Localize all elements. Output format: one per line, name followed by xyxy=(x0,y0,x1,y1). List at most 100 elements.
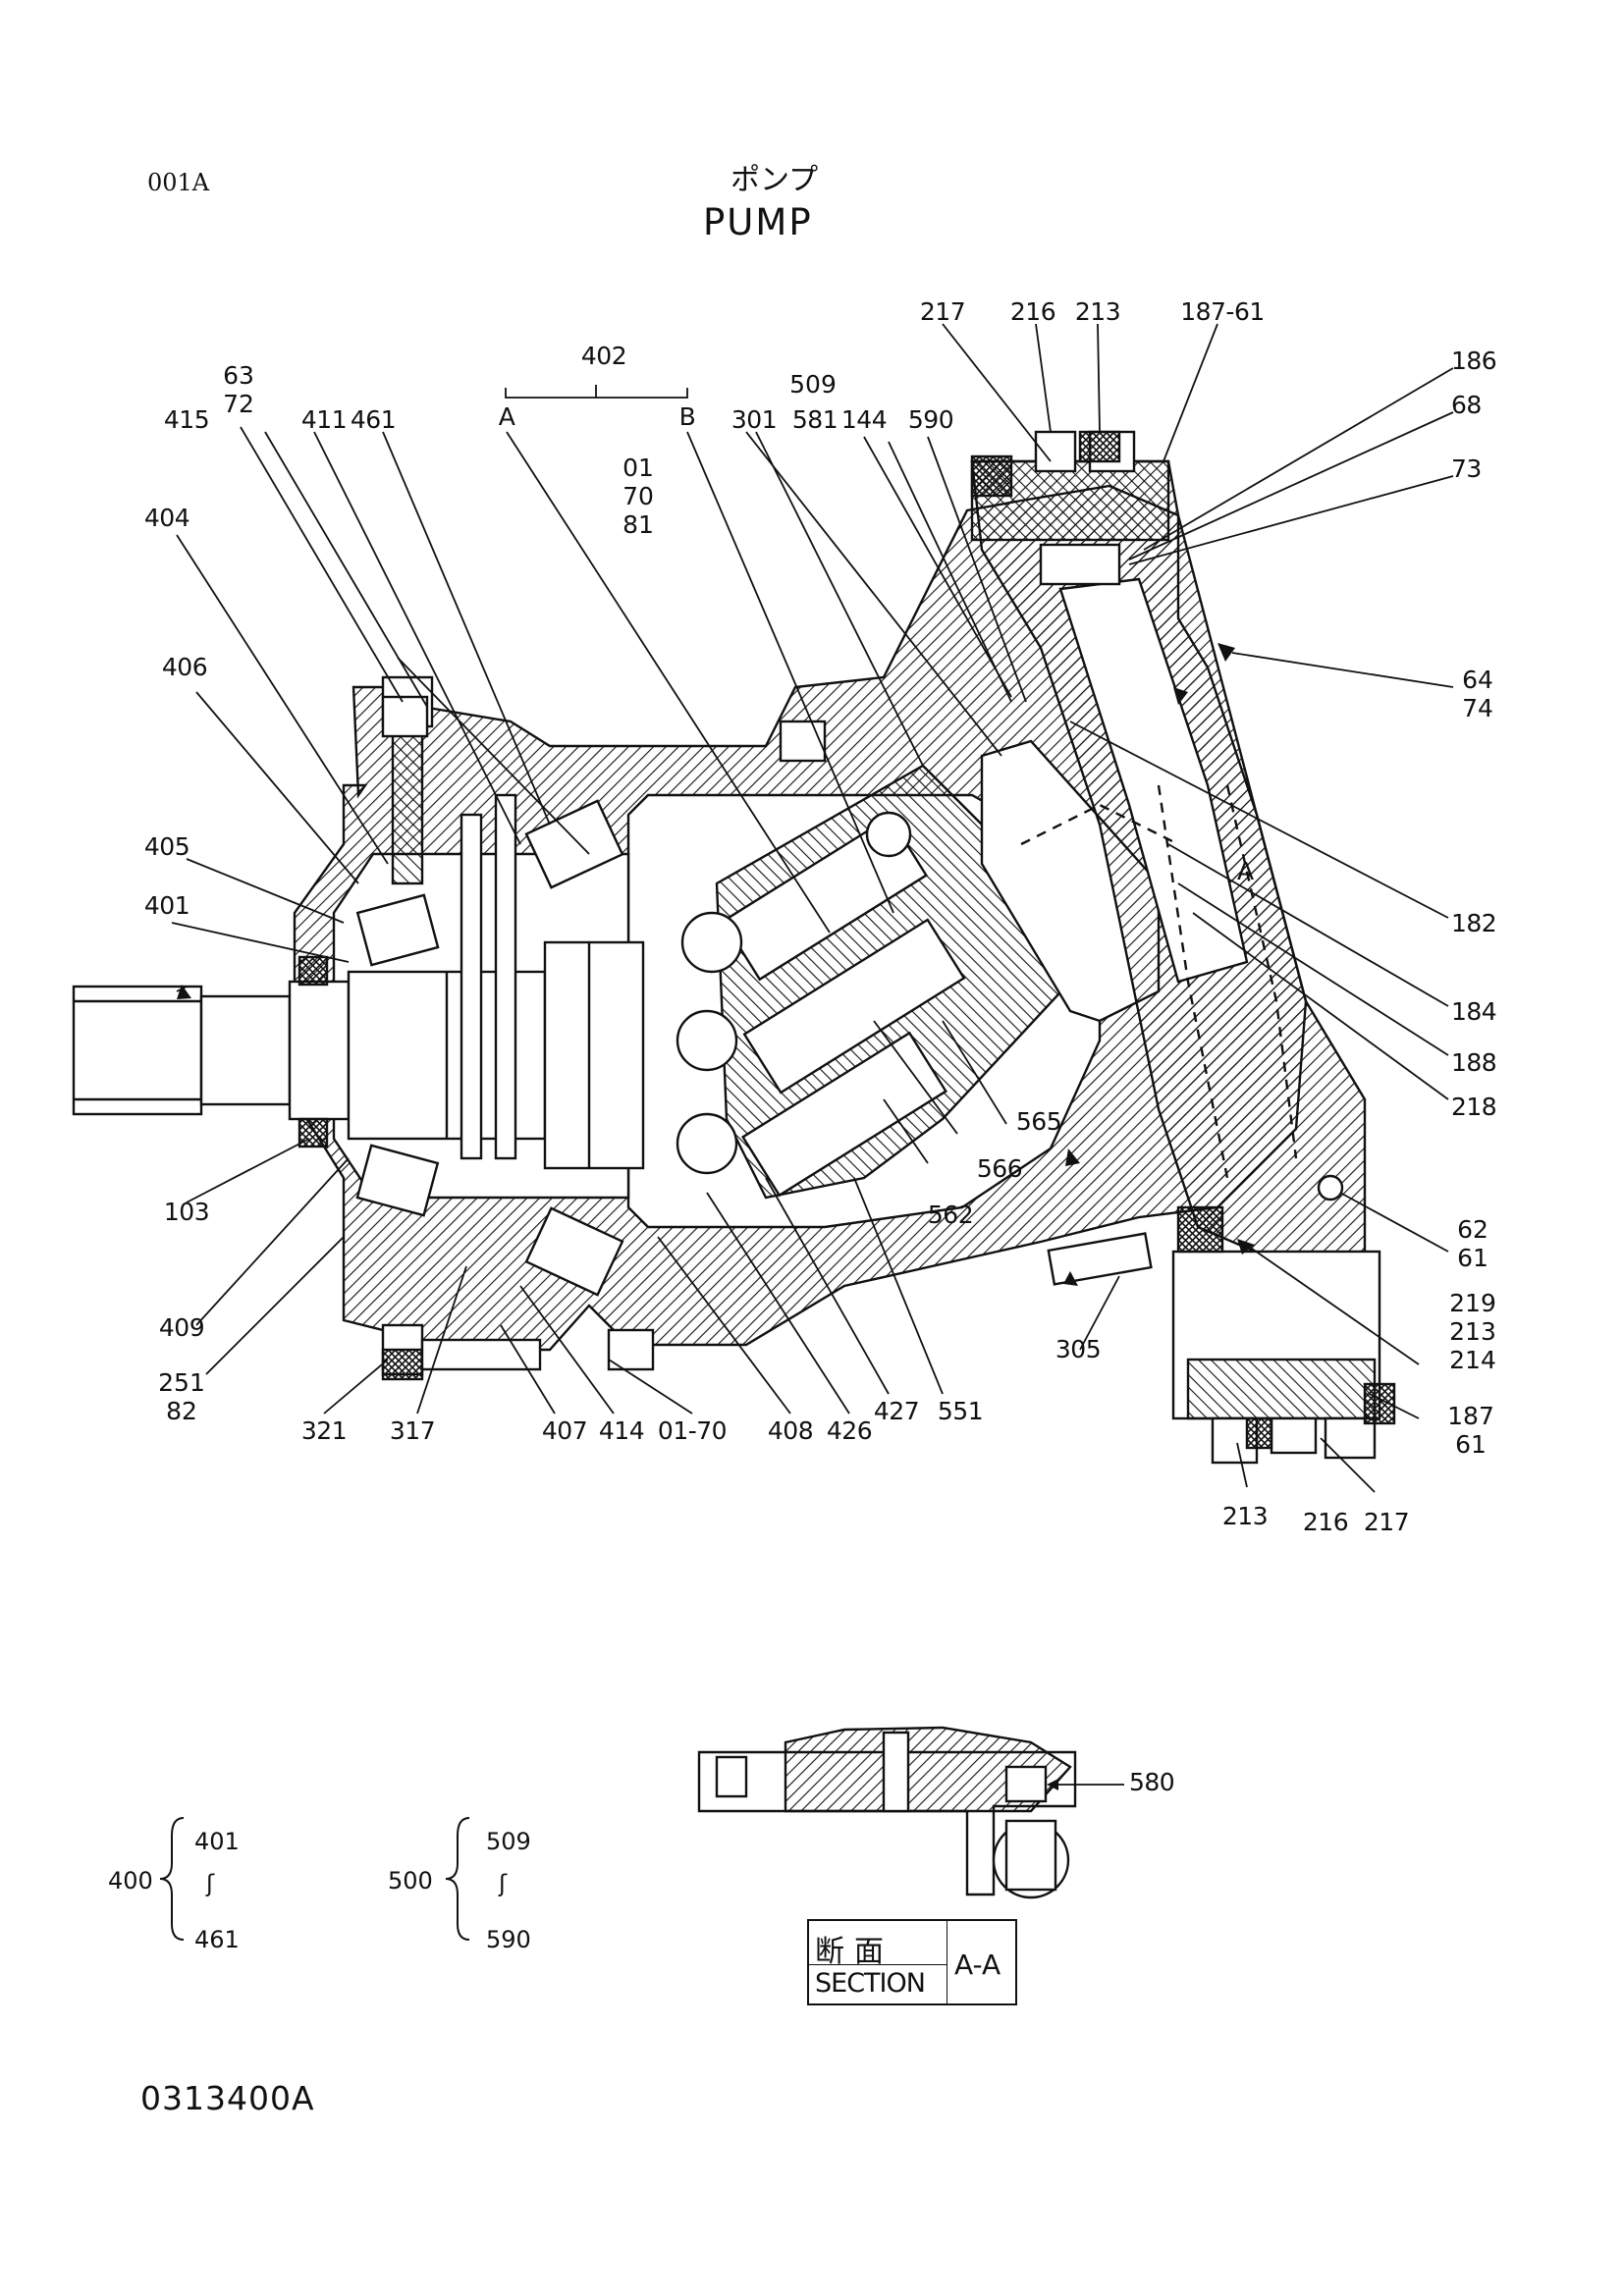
piston-lower xyxy=(740,1031,948,1198)
part-label: 406 xyxy=(161,653,208,681)
divider xyxy=(809,1964,947,1965)
part-label: 405 xyxy=(143,832,190,861)
part-label: 551 xyxy=(937,1397,984,1425)
part-label: 426 xyxy=(826,1416,873,1445)
part-label: 407 xyxy=(541,1416,588,1445)
part-label: 103 xyxy=(163,1198,210,1226)
section-label-en: SECTION xyxy=(815,1968,926,1999)
part-label: 81 xyxy=(622,510,654,539)
part-label: 70 xyxy=(622,482,654,510)
document-number: 0313400A xyxy=(140,2079,315,2117)
part-label: 404 xyxy=(143,504,190,532)
part-label: 401 xyxy=(143,891,190,920)
part-label: 301 xyxy=(730,405,778,434)
part-label: 317 xyxy=(389,1416,436,1445)
part-label: 63 xyxy=(223,361,254,390)
group-range-mark: ʃ xyxy=(499,1870,508,1897)
part-label: 409 xyxy=(158,1313,205,1342)
title-japanese: ポンプ xyxy=(730,163,819,197)
part-label: 402 xyxy=(580,342,627,370)
section-label-jp: 断面 xyxy=(815,1935,893,1969)
piston-ball-lower xyxy=(676,1112,738,1175)
part-label-stack: 63 72 xyxy=(223,361,254,418)
part-label-stack: 509 xyxy=(789,370,837,399)
group-last: 590 xyxy=(486,1926,531,1953)
piston-middle xyxy=(742,918,966,1095)
part-label: 590 xyxy=(907,405,954,434)
group-range-mark: ʃ xyxy=(206,1870,215,1897)
part-label: 415 xyxy=(163,405,210,434)
brace-500 xyxy=(445,1817,470,1941)
part-label: 414 xyxy=(598,1416,645,1445)
part-label: 144 xyxy=(840,405,888,434)
section-title-box: 断面 SECTION A-A xyxy=(807,1919,1017,2005)
part-label: 62 xyxy=(1457,1215,1488,1244)
part-label: 186 xyxy=(1451,347,1497,375)
part-label: 61 xyxy=(1455,1430,1487,1459)
part-label: 321 xyxy=(300,1416,348,1445)
part-label-stack: 62 61 xyxy=(1457,1215,1488,1272)
group-number: 500 xyxy=(388,1867,433,1895)
part-label: 219 xyxy=(1449,1289,1496,1317)
part-label: 305 xyxy=(1055,1335,1102,1363)
part-label: 188 xyxy=(1451,1048,1497,1077)
oil-seal xyxy=(298,955,329,987)
section-aa-detail xyxy=(697,1726,1124,1899)
valve-plate xyxy=(980,739,1161,1023)
part-label: 251 xyxy=(158,1368,205,1397)
part-label: 581 xyxy=(791,405,839,434)
section-marker: A xyxy=(1237,857,1254,885)
part-label: 64 xyxy=(1462,666,1493,694)
part-label: B xyxy=(678,402,696,431)
part-label: 213 xyxy=(1449,1317,1496,1346)
part-label: 73 xyxy=(1451,454,1482,483)
part-label: 216 xyxy=(1009,297,1056,326)
part-label: 01 xyxy=(622,454,654,482)
drawing-code: 001A xyxy=(147,169,210,196)
part-label: 218 xyxy=(1451,1093,1497,1121)
rear-bearing xyxy=(524,799,624,889)
group-first: 401 xyxy=(194,1828,240,1855)
brace-400 xyxy=(159,1817,185,1941)
part-label: 566 xyxy=(976,1154,1023,1183)
part-label: 217 xyxy=(1363,1508,1410,1536)
part-label-stack: 187 61 xyxy=(1447,1402,1494,1459)
part-label: 61 xyxy=(1457,1244,1488,1272)
part-label: 01-70 xyxy=(657,1416,728,1445)
part-label: 580 xyxy=(1129,1768,1175,1796)
front-bearing xyxy=(355,893,440,967)
part-label: 74 xyxy=(1462,694,1493,722)
part-label: 182 xyxy=(1451,909,1497,937)
piston-ball-upper xyxy=(680,911,743,974)
part-label: 82 xyxy=(166,1397,197,1425)
part-label: 565 xyxy=(1015,1107,1062,1136)
part-label-stack: 64 74 xyxy=(1462,666,1493,722)
part-label: 184 xyxy=(1451,997,1497,1026)
part-label-stack: 219 213 214 xyxy=(1449,1289,1496,1374)
part-label: A xyxy=(498,402,515,431)
part-label: 68 xyxy=(1451,391,1482,419)
part-label: 562 xyxy=(927,1201,974,1229)
part-label: 427 xyxy=(873,1397,920,1425)
group-last: 461 xyxy=(194,1926,240,1953)
title-english: PUMP xyxy=(703,201,813,243)
piston-ball-middle xyxy=(676,1009,738,1072)
part-label-stack: 251 82 xyxy=(158,1368,205,1425)
part-label-stack: 01 70 81 xyxy=(622,454,654,539)
group-number: 400 xyxy=(108,1867,153,1895)
part-label: 187-61 xyxy=(1180,297,1265,326)
group-first: 509 xyxy=(486,1828,531,1855)
part-label: 214 xyxy=(1449,1346,1496,1374)
part-label: 187 xyxy=(1447,1402,1494,1430)
part-label: 411 xyxy=(300,405,348,434)
drive-shaft xyxy=(72,985,203,1116)
part-label: 217 xyxy=(919,297,966,326)
part-label: 461 xyxy=(350,405,397,434)
part-label: 408 xyxy=(767,1416,814,1445)
section-view-label: A-A xyxy=(954,1949,1001,1981)
part-label: 216 xyxy=(1302,1508,1349,1536)
part-label: 213 xyxy=(1074,297,1121,326)
part-label: 213 xyxy=(1221,1502,1269,1530)
part-label: 509 xyxy=(789,370,837,399)
